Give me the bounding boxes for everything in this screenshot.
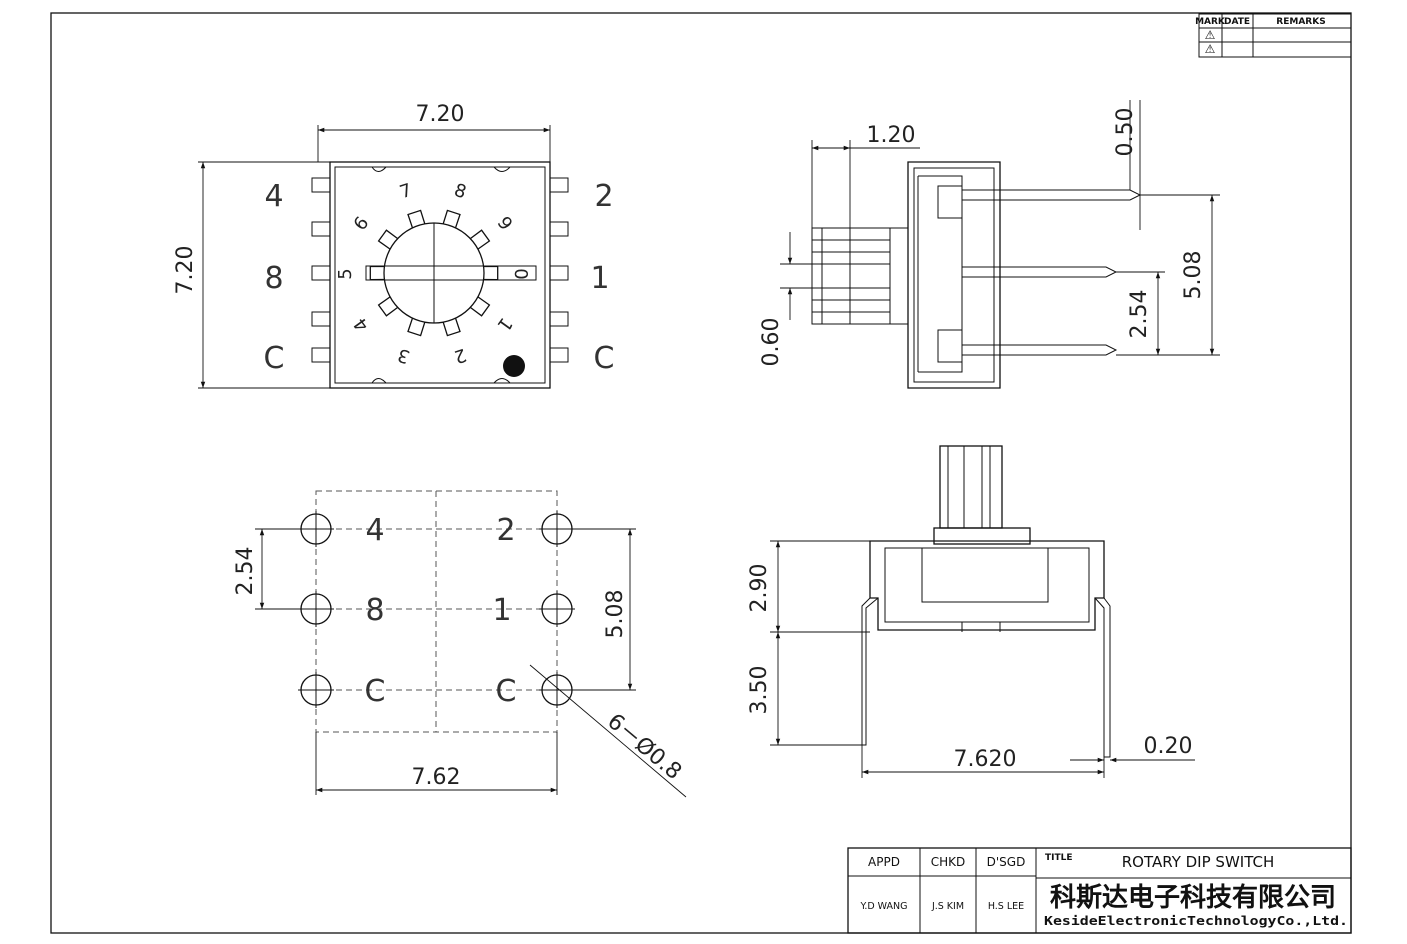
pcb-hole (539, 672, 575, 708)
fp-hole-callout: 6－Ø0.8 (602, 709, 686, 785)
dial-number-2: 2 (451, 344, 468, 368)
fp-pin-label-4: 4 (365, 513, 384, 548)
dial-number-4: 4 (350, 313, 374, 335)
pin1-marker-dot (503, 355, 525, 377)
top-pin-label-c-right: C (594, 341, 615, 376)
dial-number-7: 7 (397, 180, 414, 204)
front-view: 2.90 3.50 7.620 0.20 (747, 445, 1195, 778)
rotor-gear (369, 209, 499, 337)
dial-number-3: 3 (395, 344, 412, 368)
top-view: 7.20 7.20 0 1 2 3 4 5 (173, 102, 615, 389)
pcb-hole (298, 672, 334, 708)
pcb-hole (539, 511, 575, 547)
fp-pin-label-c-right: C (496, 674, 517, 709)
top-pin-label-1: 1 (590, 261, 609, 296)
side-view: 1.20 0.50 5.08 2.54 0.60 (759, 100, 1220, 389)
top-pin-label-c-left: C (264, 341, 285, 376)
dial-number-5: 5 (335, 268, 356, 279)
rev-header-mark: MARK (1195, 17, 1226, 27)
company-name-en: KesideElectronicTechnologyCo.,Ltd. (1044, 913, 1348, 928)
dsgd-name: H.S LEE (988, 901, 1024, 912)
dial-number-0: 0 (510, 268, 531, 279)
fp-dim-2-54: 2.54 (233, 547, 258, 596)
fp-pin-label-1: 1 (492, 593, 511, 628)
fp-dim-5-08: 5.08 (603, 590, 628, 639)
dial-number-9: 9 (493, 213, 517, 235)
front-dim-3-50: 3.50 (747, 666, 772, 715)
chkd-name: J.S KIM (931, 901, 964, 912)
side-dim-1-20: 1.20 (867, 123, 916, 148)
revision-block: MARK DATE REMARKS ⚠ ⚠ (1195, 13, 1352, 58)
pcb-hole (298, 591, 334, 627)
dial-number-6: 6 (350, 213, 374, 235)
side-dim-2-54: 2.54 (1127, 290, 1152, 339)
pcb-hole (539, 591, 575, 627)
dial-number-8: 8 (451, 180, 468, 204)
dial-number-1: 1 (493, 313, 517, 335)
title-label: TITLE (1045, 853, 1073, 863)
pcb-hole (298, 511, 334, 547)
company-name-cn: 科斯达电子科技有限公司 (1050, 883, 1336, 913)
appd-label: APPD (868, 855, 900, 869)
side-dim-5-08: 5.08 (1181, 251, 1206, 300)
front-dim-7-620: 7.620 (954, 747, 1017, 772)
fp-pin-label-2: 2 (496, 513, 515, 548)
front-dim-0-20: 0.20 (1144, 734, 1193, 759)
rev-header-remarks: REMARKS (1276, 17, 1325, 27)
appd-name: Y.D WANG (859, 901, 907, 912)
drawing-title: ROTARY DIP SWITCH (1122, 853, 1274, 871)
fp-dim-7-62: 7.62 (412, 765, 461, 790)
side-dim-0-50: 0.50 (1113, 108, 1138, 157)
title-block: APPD CHKD D'SGD TITLE ROTARY DIP SWITCH … (847, 847, 1352, 934)
drawing-border (50, 12, 1352, 934)
fp-pin-label-8: 8 (365, 593, 384, 628)
footprint-view: 4 2 8 1 C C 2.54 5.08 7.62 6－Ø0.8 (233, 490, 687, 798)
side-dim-0-60: 0.60 (759, 318, 784, 367)
rev-mark-2: ⚠ (1205, 42, 1216, 56)
rev-header-date: DATE (1224, 17, 1250, 27)
front-dim-2-90: 2.90 (747, 564, 772, 613)
top-pin-label-8: 8 (264, 261, 283, 296)
rev-mark-1: ⚠ (1205, 28, 1216, 42)
chkd-label: CHKD (931, 855, 966, 869)
top-width-dim: 7.20 (416, 102, 465, 127)
top-pin-label-4: 4 (264, 179, 283, 214)
top-height-dim: 7.20 (173, 246, 198, 295)
dsgd-label: D'SGD (987, 855, 1026, 869)
fp-pin-label-c-left: C (365, 674, 386, 709)
gear-teeth (369, 209, 499, 337)
top-pin-label-2: 2 (594, 179, 613, 214)
